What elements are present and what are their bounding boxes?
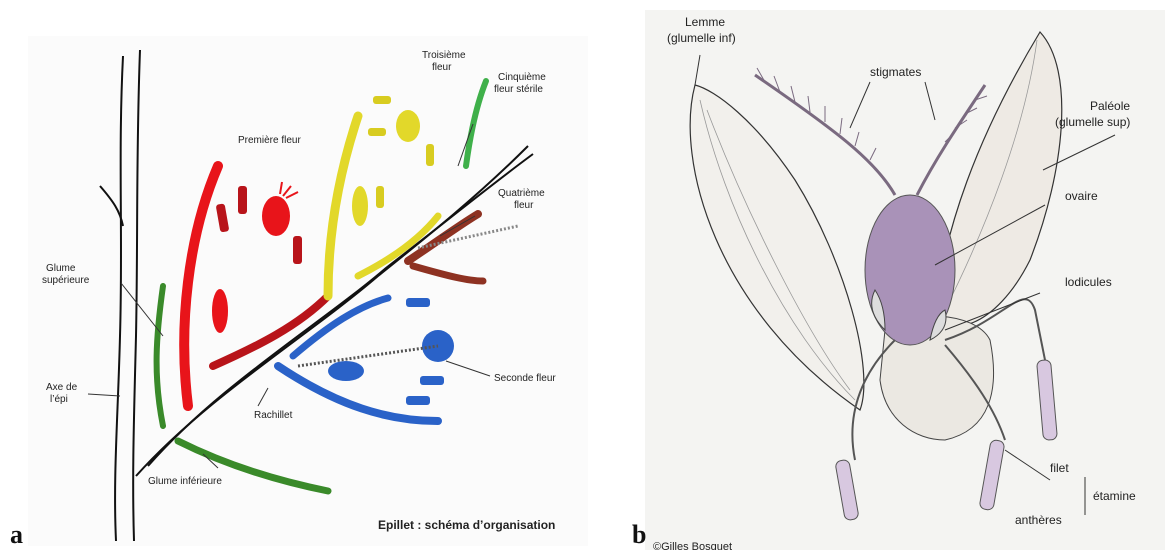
cinquieme-fleur-sterile <box>466 81 486 166</box>
glume-superieure <box>157 286 163 426</box>
spikelet-schema: Première fleur Troisième fleur Cinquième… <box>28 36 588 546</box>
label-seconde-fleur: Seconde fleur <box>494 373 556 384</box>
label-etamine: étamine <box>1093 489 1136 503</box>
label-lemme-2: (glumelle inf) <box>667 31 736 45</box>
label-troisieme-fleur-1: Troisième <box>422 50 466 61</box>
label-lemme-1: Lemme <box>685 15 725 29</box>
panel-letter-a: a <box>10 520 23 550</box>
panel-a-caption: Epillet : schéma d’organisation <box>378 518 555 532</box>
label-glume-inferieure: Glume inférieure <box>148 476 222 487</box>
panel-letter-b: b <box>632 520 646 550</box>
grass-flower-illustration: Lemme (glumelle inf) stigmates Paléole (… <box>645 10 1165 550</box>
label-cinquieme-2: fleur stérile <box>494 84 543 95</box>
troisieme-fleur-ovary <box>396 110 420 142</box>
spike-axis <box>115 56 123 541</box>
label-axe-1: Axe de <box>46 382 78 393</box>
label-antheres: anthères <box>1015 513 1062 527</box>
label-lodicules: lodicules <box>1065 275 1112 289</box>
label-filet: filet <box>1050 461 1069 475</box>
label-premiere-fleur: Première fleur <box>238 135 301 146</box>
premiere-fleur-lemma <box>184 166 218 406</box>
label-quatrieme-1: Quatrième <box>498 188 545 199</box>
label-stigmates: stigmates <box>870 65 921 79</box>
label-troisieme-fleur-2: fleur <box>432 62 452 73</box>
spikelet-diagram-panel: Première fleur Troisième fleur Cinquième… <box>28 36 588 546</box>
label-glume-sup-2: supérieure <box>42 275 90 286</box>
label-axe-2: l’épi <box>50 394 68 405</box>
label-glume-sup-1: Glume <box>46 263 76 274</box>
label-rachillet: Rachillet <box>254 410 293 421</box>
label-paleole-2: (glumelle sup) <box>1055 115 1130 129</box>
premiere-fleur-ovary <box>262 196 290 236</box>
flower-illustration-panel: Lemme (glumelle inf) stigmates Paléole (… <box>645 10 1165 550</box>
label-quatrieme-2: fleur <box>514 200 534 211</box>
credit-text: ©Gilles Bosquet <box>653 541 732 550</box>
label-ovaire: ovaire <box>1065 189 1098 203</box>
label-paleole-1: Paléole <box>1090 99 1130 113</box>
label-cinquieme-1: Cinquième <box>498 72 546 83</box>
